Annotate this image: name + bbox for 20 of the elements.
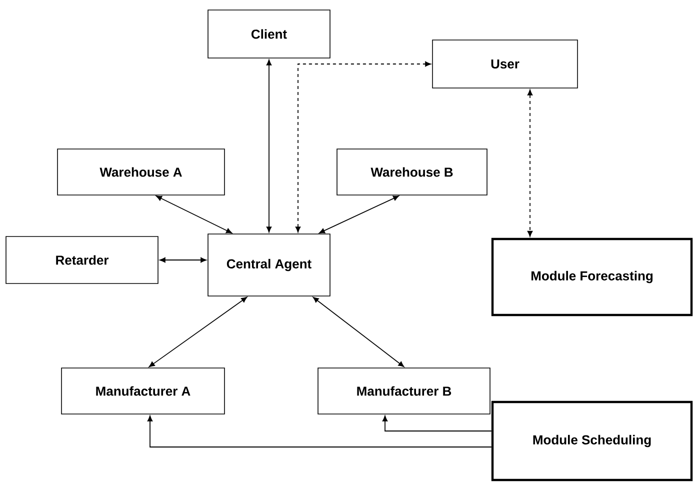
agent-box: Central Agent: [208, 234, 330, 296]
arrow: [148, 296, 248, 368]
arrow: [160, 257, 206, 263]
arrow: [319, 196, 399, 234]
arrow: [382, 416, 492, 432]
agent-box: User: [432, 40, 578, 88]
agent-box: Retarder: [6, 236, 158, 284]
arrow: [147, 416, 492, 448]
arrow: [295, 61, 431, 232]
agent-box: Client: [208, 10, 330, 58]
arrow: [527, 90, 533, 237]
agent-box: Manufacturer A: [61, 368, 225, 414]
module-box: Module Forecasting: [491, 238, 693, 316]
arrow: [312, 296, 404, 368]
arrow: [266, 60, 272, 232]
arrow: [156, 196, 232, 234]
agent-box: Warehouse B: [336, 148, 488, 196]
agent-box: Warehouse A: [57, 148, 225, 196]
module-box: Module Scheduling: [491, 400, 693, 482]
agent-box: Manufacturer B: [318, 368, 490, 414]
